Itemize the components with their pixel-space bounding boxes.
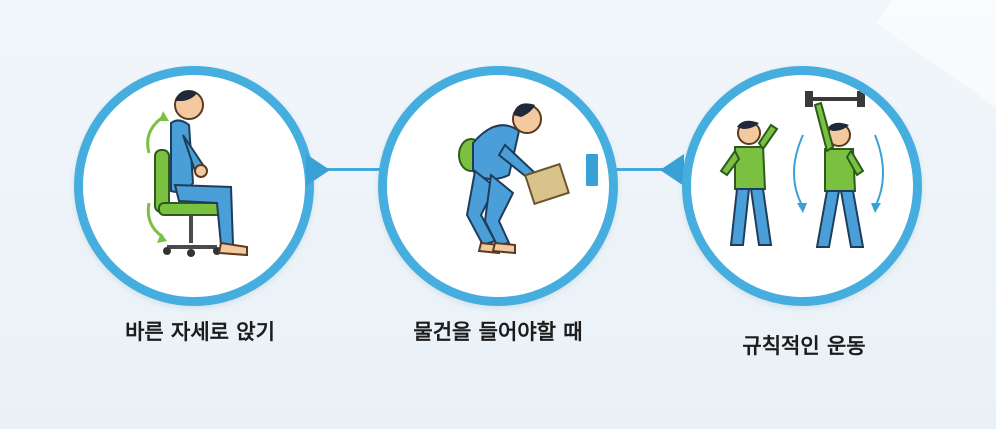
connector-arrow-right (306, 154, 330, 186)
step-3-circle (682, 66, 922, 306)
step-2-circle (378, 66, 618, 306)
exercise-icon (719, 91, 884, 248)
seated-posture-icon (146, 90, 248, 257)
step-1-circle (74, 66, 314, 306)
step-1-label: 바른 자세로 앉기 (125, 320, 275, 344)
connector-marker (586, 154, 598, 186)
lifting-object-icon (458, 103, 571, 255)
connector-line-1 (300, 168, 390, 171)
step-2-label: 물건을 들어야할 때 (413, 320, 583, 344)
connector-arrow-left (660, 154, 684, 186)
step-3-label: 규칙적인 운동 (742, 334, 866, 358)
connector-line-2 (592, 168, 684, 171)
